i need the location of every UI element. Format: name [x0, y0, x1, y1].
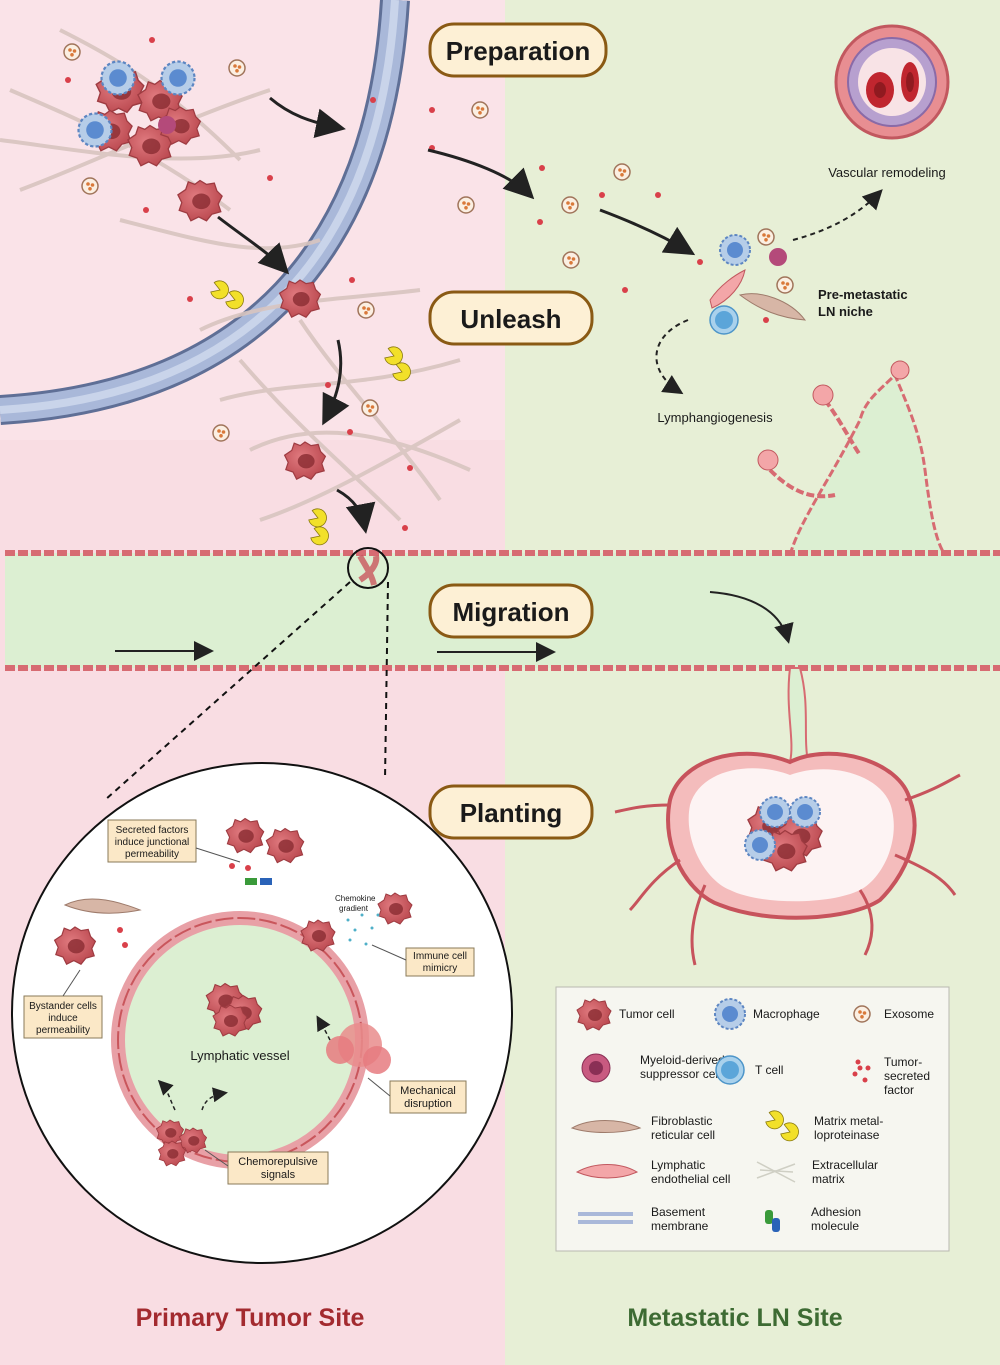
callout-immune-mimicry: Immune cell mimicry	[371, 944, 475, 977]
chemokine-label-line2: gradient	[339, 904, 369, 913]
legend-mmp-line1: Matrix metal-	[814, 1114, 883, 1128]
legend-ecm-line1: Extracellular	[812, 1158, 878, 1172]
svg-text:permeability: permeability	[36, 1025, 90, 1036]
stage-preparation: Preparation	[428, 22, 608, 78]
legend-frc-line2: reticular cell	[651, 1128, 715, 1142]
callout-chemorepulsive: Chemorepulsive signals	[204, 1149, 329, 1185]
vascular-remodeling-label: Vascular remodeling	[828, 165, 946, 180]
legend-lec-line2: endothelial cell	[651, 1172, 730, 1186]
migration-arrows	[115, 591, 794, 662]
legend-factor-line2: secreted	[884, 1069, 930, 1083]
legend-factor-line3: factor	[884, 1083, 914, 1097]
legend-frc-line1: Fibroblastic	[651, 1114, 712, 1128]
svg-text:induce junctional: induce junctional	[115, 837, 190, 848]
lymphatic-vessel-label: Lymphatic vessel	[190, 1048, 289, 1063]
legend-mdsc-line2: suppressor cell	[640, 1067, 721, 1081]
svg-text:signals: signals	[261, 1169, 296, 1181]
zoom-dashed-arrows	[157, 1015, 331, 1111]
primary-site-title: Primary Tumor Site	[136, 1304, 365, 1332]
lymphangiogenesis-label: Lymphangiogenesis	[657, 410, 773, 425]
svg-text:Bystander cells: Bystander cells	[29, 1001, 97, 1012]
legend: Tumor cell Macrophage Exosome Myeloid-de…	[555, 986, 950, 1252]
callout-mechanical: Mechanical disruption	[367, 1077, 467, 1114]
callout-secreted-factors: Secreted factors induce junctional perme…	[107, 819, 241, 863]
legend-basement-line1: Basement	[651, 1205, 706, 1219]
svg-text:mimicry: mimicry	[423, 963, 457, 974]
legend-adhesion-line2: molecule	[811, 1219, 859, 1233]
horizontal-lymphatic-vessel	[5, 550, 1000, 671]
legend-macrophage: Macrophage	[753, 1007, 820, 1021]
stage-migration-label: Migration	[453, 597, 570, 627]
chemokine-label-line1: Chemokine	[335, 894, 376, 903]
legend-basement-line2: membrane	[651, 1219, 709, 1233]
stage-unleash: Unleash	[428, 290, 594, 346]
niche-label-line1: Pre-metastatic	[818, 287, 908, 302]
svg-text:Mechanical: Mechanical	[400, 1085, 456, 1097]
legend-tumor-cell: Tumor cell	[619, 1007, 675, 1021]
stage-migration: Migration	[428, 583, 594, 639]
legend-mmp-line2: loproteinase	[814, 1128, 880, 1142]
blood-vessel-cross-section	[834, 24, 950, 140]
dashed-arrows	[655, 189, 883, 395]
legend-exosome: Exosome	[884, 1007, 934, 1021]
zoom-detail-circle	[11, 762, 513, 1264]
legend-ecm-line2: matrix	[812, 1172, 845, 1186]
svg-text:disruption: disruption	[404, 1098, 452, 1110]
flow-arrows	[217, 96, 696, 534]
stage-planting-label: Planting	[460, 798, 563, 828]
stage-planting: Planting	[428, 784, 594, 840]
stage-preparation-label: Preparation	[446, 36, 591, 66]
legend-t-cell: T cell	[755, 1063, 783, 1077]
svg-text:induce: induce	[48, 1013, 78, 1024]
stage-unleash-label: Unleash	[460, 304, 561, 334]
zoom-circle	[347, 547, 389, 589]
lymphatic-sprouts	[757, 360, 948, 557]
lymph-node	[614, 667, 961, 966]
pre-metastatic-niche-cells	[709, 234, 807, 335]
legend-factor-line1: Tumor-	[884, 1055, 922, 1069]
niche-label-line2: LN niche	[818, 304, 873, 319]
callout-bystander: Bystander cells induce permeability	[23, 969, 103, 1039]
legend-adhesion-line1: Adhesion	[811, 1205, 861, 1219]
legend-lec-line1: Lymphatic	[651, 1158, 705, 1172]
legend-mdsc-line1: Myeloid-derived	[640, 1053, 725, 1067]
svg-text:Immune cell: Immune cell	[413, 951, 467, 962]
metastatic-site-title: Metastatic LN Site	[627, 1304, 842, 1332]
svg-text:Secreted factors: Secreted factors	[116, 825, 189, 836]
primary-tumor-mass	[77, 60, 688, 629]
svg-text:Chemorepulsive: Chemorepulsive	[238, 1156, 317, 1168]
svg-text:permeability: permeability	[125, 849, 179, 860]
